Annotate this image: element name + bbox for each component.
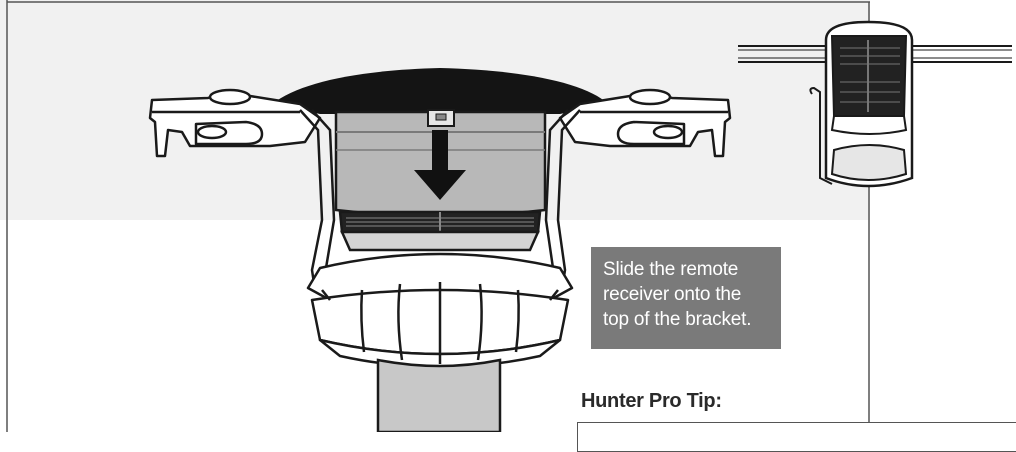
pro-tip-title: Hunter Pro Tip: [581, 390, 722, 412]
downrod [376, 358, 502, 432]
instruction-line-1: Slide the remote [603, 259, 739, 280]
instruction-callout: Slide the remote receiver onto the top o… [591, 247, 781, 349]
pro-tip-box [577, 422, 1016, 452]
bracket-left-tab [148, 88, 322, 158]
ceiling-canopy [272, 68, 608, 114]
down-arrow-icon [414, 130, 466, 200]
instruction-line-3: top of the bracket. [603, 309, 752, 330]
motor-housing [306, 252, 574, 369]
bracket-right-tab [558, 88, 732, 158]
receiver-inset [738, 20, 1012, 188]
installation-illustration [0, 0, 1012, 432]
instruction-line-2: receiver onto the [603, 284, 742, 305]
